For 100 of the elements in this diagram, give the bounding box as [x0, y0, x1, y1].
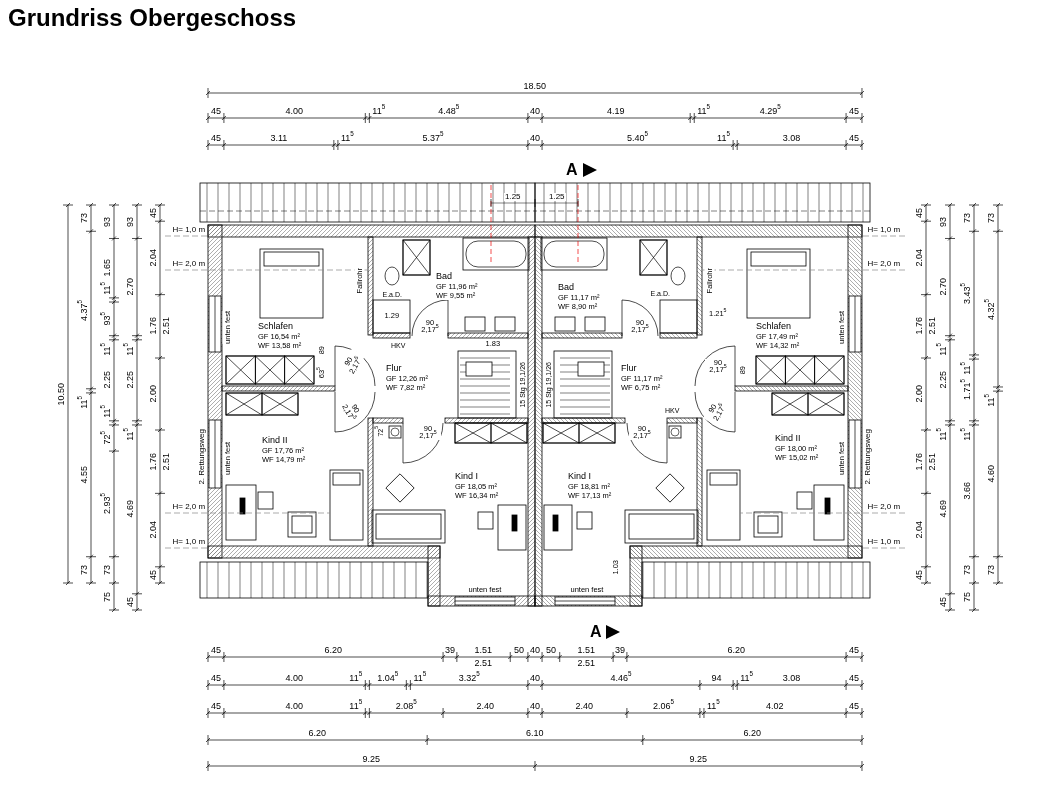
dimension-text: 6.20: [308, 729, 327, 738]
dimension-text: 3.11: [270, 134, 288, 143]
dimension-text: 1.76: [915, 452, 924, 471]
dimension-text: 1.51: [577, 646, 595, 655]
dimension-text: 18.50: [523, 82, 546, 91]
dimension-text: 2.51: [928, 452, 937, 471]
section-letter: A: [589, 624, 603, 640]
dimension-text: 45: [210, 134, 221, 143]
dimension-text: 40: [530, 134, 540, 143]
dimension-text: 93: [126, 216, 135, 227]
height-note: H= 1,0 m: [866, 538, 902, 546]
dimension-text: 6.20: [324, 646, 342, 655]
dimension-text: 73: [963, 564, 972, 575]
dimension-text: 9.25: [689, 755, 707, 764]
dimension-text: 2.51: [928, 317, 937, 335]
dimension-text: 73: [963, 213, 972, 224]
dimension-text: 45: [849, 107, 860, 116]
height-note: H= 1,0 m: [866, 226, 902, 234]
dimension-text: 45: [210, 107, 221, 116]
room-name: Bad: [558, 283, 574, 293]
room-name: Bad: [436, 272, 452, 282]
section-letter: A: [565, 162, 579, 178]
dimension-text: 4.00: [285, 107, 304, 116]
dimension-text: 1.51: [474, 646, 493, 655]
escape-route-note: 2. Rettungsweg: [197, 429, 207, 485]
dimension-text: 2.00: [915, 385, 924, 403]
dimension-text: 45: [210, 646, 221, 655]
dimension-text: 6.10: [526, 729, 544, 738]
dimension-text: 45: [849, 646, 860, 655]
dimension-text: 4.69: [939, 500, 948, 518]
dimension-text: 45: [849, 674, 860, 683]
height-note: H= 2,0 m: [866, 503, 902, 511]
dimension-text: 6.20: [727, 646, 745, 655]
dimension-text: 6.20: [743, 729, 761, 738]
dimension-text: 40: [530, 107, 540, 116]
dimension-text: 2.51: [474, 659, 493, 668]
room-name: Schlafen: [258, 322, 294, 332]
dimension-text: 4.60: [987, 464, 996, 483]
dimension-text: 2.04: [149, 248, 158, 267]
dimension-text: 1.76: [149, 452, 158, 471]
dimension-text: 2.70: [939, 278, 948, 296]
dimension-text: 2.40: [476, 702, 494, 711]
dimension-text: 1.25: [504, 193, 522, 201]
dimension-text: 40: [530, 646, 540, 655]
dimension-text: 73: [987, 213, 996, 224]
dimension-text: 4.00: [285, 702, 304, 711]
dimension-text: 39: [615, 646, 625, 655]
dimension-text: 73: [103, 564, 112, 575]
dimension-text: 45: [915, 569, 924, 580]
dimension-text: 45: [149, 208, 158, 219]
dimension-text: 2.51: [162, 452, 171, 471]
dimension-text: 4.55: [80, 465, 89, 484]
height-note: H= 2,0 m: [171, 260, 207, 268]
room-name: Kind I: [568, 472, 591, 482]
dimension-text: 4.00: [285, 674, 304, 683]
dimension-text: 3.66: [963, 481, 972, 500]
room-name: Kind I: [455, 472, 478, 482]
dimension-text: 2.25: [939, 371, 948, 389]
dimension-text: 2.04: [915, 248, 924, 267]
dimension-text: 9.25: [362, 755, 380, 764]
dimension-text: 2.51: [162, 317, 171, 335]
dimension-text: 2.00: [149, 385, 158, 403]
dimension-text: 2.51: [577, 659, 595, 668]
dimension-text: 2.70: [126, 278, 135, 296]
dimension-text: 4.69: [126, 500, 135, 518]
dimension-text: 73: [80, 213, 89, 224]
room-name: Flur: [386, 364, 402, 374]
dimension-text: 45: [849, 702, 860, 711]
dimension-text: 2.25: [126, 371, 135, 389]
dimension-text: 45: [849, 134, 860, 143]
dimension-text: 73: [80, 564, 89, 575]
dimension-text: 45: [126, 596, 135, 607]
dimension-text: 2.04: [149, 521, 158, 539]
dimension-text: 3.08: [782, 674, 801, 683]
dimension-text: 40: [530, 702, 540, 711]
dimension-text: 10.50: [57, 382, 66, 406]
dimension-text: 75: [963, 591, 972, 602]
dimension-text: 73: [987, 564, 996, 575]
height-note: H= 2,0 m: [866, 260, 902, 268]
room-name: Kind II: [262, 436, 288, 446]
room-name: Schlafen: [756, 322, 792, 332]
height-note: H= 1,0 m: [171, 226, 207, 234]
dimension-text: 1.76: [149, 317, 158, 335]
dimension-text: 1.25: [548, 193, 566, 201]
dimension-text: 45: [149, 569, 158, 580]
room-name: Flur: [621, 364, 637, 374]
dimension-text: 93: [939, 216, 948, 227]
dimension-text: 2.25: [103, 371, 112, 389]
escape-route-note: 2. Rettungsweg: [863, 429, 873, 485]
dimension-text: 2.04: [915, 521, 924, 539]
title: Grundriss Obergeschoss: [8, 4, 297, 32]
dimension-text: 40: [530, 674, 540, 683]
dimension-text: 50: [545, 646, 556, 655]
height-note: H= 2,0 m: [171, 503, 207, 511]
dimension-text: 1.76: [915, 317, 924, 335]
dimension-text: 39: [444, 646, 455, 655]
dimension-text: 93: [103, 216, 112, 227]
room-name: Kind II: [775, 434, 801, 444]
dimension-text: 4.19: [607, 107, 625, 116]
dimension-text: 45: [915, 208, 924, 219]
